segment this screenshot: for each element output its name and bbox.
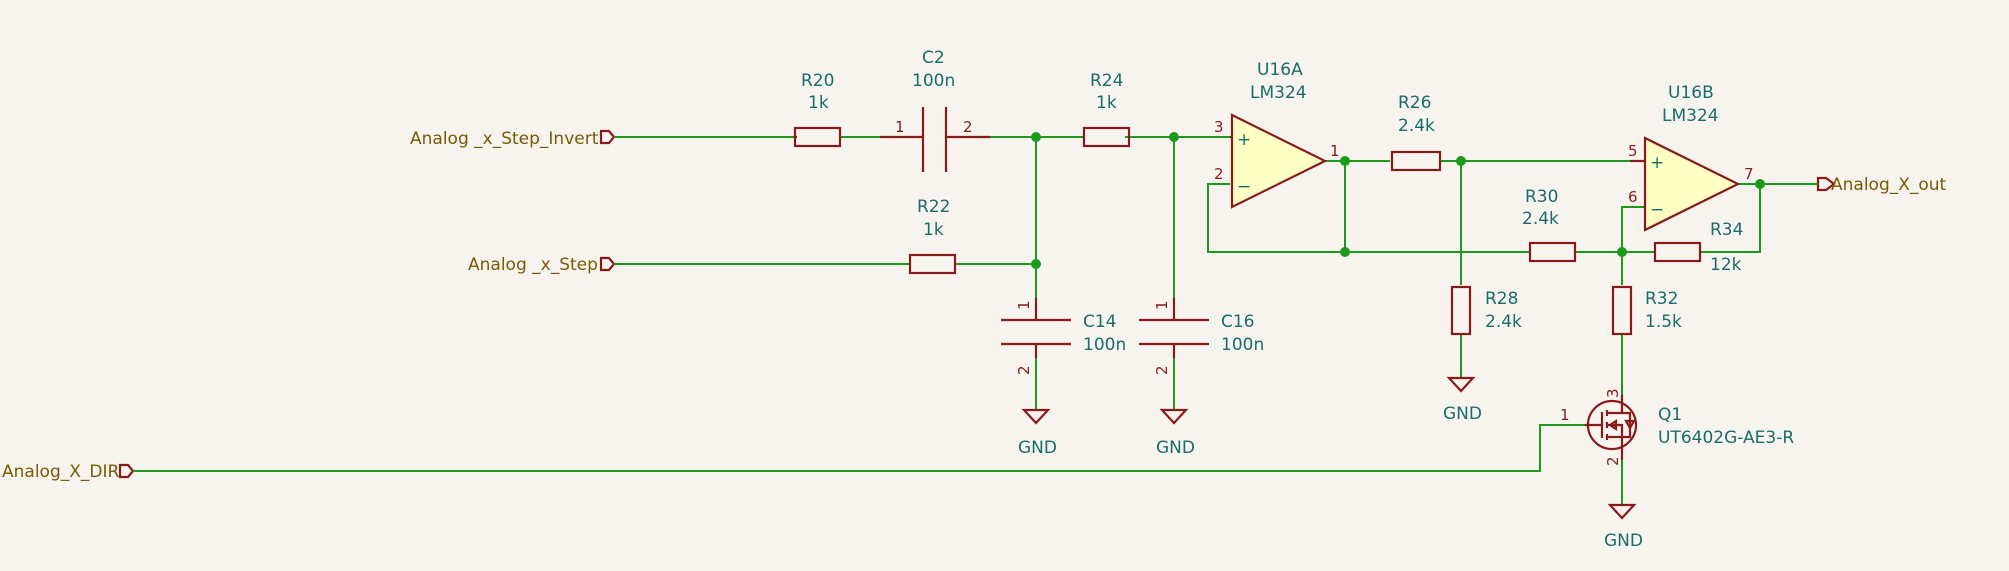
- net-label-out-text: Analog_X_out: [1831, 175, 1947, 195]
- net-label-step-text: Analog _x_Step: [468, 255, 598, 275]
- c2-ref: C2: [922, 48, 945, 68]
- q1-ref: Q1: [1658, 405, 1682, 425]
- opamp-u16b: + − 5 6 7 U16B LM324: [1628, 83, 1754, 232]
- u16a-pin1: 1: [1330, 142, 1340, 160]
- gnd-c14-label: GND: [1018, 438, 1057, 458]
- capacitor-c14: 1 2 C14 100n: [1001, 298, 1126, 375]
- c16-pin1: 1: [1153, 300, 1171, 310]
- q1-pin3: 3: [1604, 388, 1622, 398]
- u16a-plus: +: [1237, 130, 1251, 150]
- net-label-step: Analog _x_Step: [468, 255, 616, 275]
- u16b-pin7: 7: [1744, 165, 1754, 183]
- gnd-r28-label: GND: [1443, 404, 1482, 424]
- wires: [133, 136, 1818, 505]
- q1-pin1: 1: [1560, 406, 1570, 424]
- u16a-minus: −: [1237, 177, 1251, 197]
- u16b-value: LM324: [1662, 106, 1719, 126]
- net-label-dir: Analog_X_DIR: [2, 462, 135, 482]
- r24-value: 1k: [1096, 93, 1117, 113]
- c14-pin2: 2: [1015, 365, 1033, 375]
- c16-pin2: 2: [1153, 365, 1171, 375]
- opamp-u16a: + − 3 2 1 U16A LM324: [1214, 60, 1340, 209]
- resistor-r24: R24 1k: [1082, 71, 1131, 148]
- r22-value: 1k: [923, 220, 944, 240]
- resistor-r34: R34 12k: [1653, 220, 1743, 275]
- r26-value: 2.4k: [1398, 116, 1435, 136]
- net-label-dir-text: Analog_X_DIR: [2, 462, 119, 482]
- r34-ref: R34: [1710, 220, 1743, 240]
- mosfet-q1: 1 3 2 Q1 UT6402G-AE3-R: [1560, 388, 1794, 466]
- q1-pin2: 2: [1604, 456, 1622, 466]
- u16a-pin2: 2: [1214, 165, 1224, 183]
- gnd-q1-label: GND: [1604, 531, 1643, 551]
- net-label-step-invert: Analog _x_Step_Invert: [410, 129, 616, 149]
- u16b-plus: +: [1650, 153, 1664, 173]
- r28-ref: R28: [1485, 289, 1518, 309]
- u16a-ref: U16A: [1257, 60, 1303, 80]
- u16b-ref: U16B: [1668, 83, 1714, 103]
- r28-value: 2.4k: [1485, 312, 1522, 332]
- capacitor-c2: 1 2 C2 100n: [880, 48, 990, 172]
- c2-pin1: 1: [895, 118, 905, 136]
- net-label-out: Analog_X_out: [1816, 175, 1947, 195]
- c14-value: 100n: [1083, 335, 1126, 355]
- c2-value: 100n: [912, 71, 955, 91]
- resistor-r28: R28 2.4k: [1450, 285, 1522, 336]
- capacitor-c16: 1 2 C16 100n: [1139, 298, 1264, 375]
- u16a-pin3: 3: [1214, 118, 1224, 136]
- r30-value: 2.4k: [1522, 209, 1559, 229]
- gnd-c16: GND: [1156, 408, 1195, 458]
- resistor-r20: R20 1k: [793, 71, 842, 148]
- junctions: [1031, 132, 1765, 269]
- r30-ref: R30: [1525, 187, 1558, 207]
- gnd-c14: GND: [1018, 408, 1057, 458]
- r26-ref: R26: [1398, 93, 1431, 113]
- u16b-minus: −: [1650, 200, 1664, 220]
- r32-ref: R32: [1645, 289, 1678, 309]
- q1-value: UT6402G-AE3-R: [1658, 428, 1794, 448]
- c16-ref: C16: [1221, 312, 1255, 332]
- gnd-q1: GND: [1604, 503, 1643, 551]
- r32-value: 1.5k: [1645, 312, 1682, 332]
- resistor-r32: R32 1.5k: [1611, 285, 1682, 336]
- r20-value: 1k: [808, 93, 829, 113]
- c14-ref: C14: [1083, 312, 1117, 332]
- c16-value: 100n: [1221, 335, 1264, 355]
- resistor-r22: R22 1k: [908, 197, 957, 275]
- gnd-c16-label: GND: [1156, 438, 1195, 458]
- u16b-pin6: 6: [1628, 188, 1638, 206]
- r22-ref: R22: [917, 197, 950, 217]
- u16a-value: LM324: [1250, 83, 1307, 103]
- r24-ref: R24: [1090, 71, 1123, 91]
- u16b-pin5: 5: [1628, 142, 1638, 160]
- r34-value: 12k: [1710, 255, 1742, 275]
- resistor-r30: R30 2.4k: [1522, 187, 1577, 263]
- c14-pin1: 1: [1015, 300, 1033, 310]
- c2-pin2: 2: [963, 118, 973, 136]
- r20-ref: R20: [801, 71, 834, 91]
- net-label-step-invert-text: Analog _x_Step_Invert: [410, 129, 599, 149]
- gnd-r28: GND: [1443, 376, 1482, 424]
- resistor-r26: R26 2.4k: [1390, 93, 1442, 172]
